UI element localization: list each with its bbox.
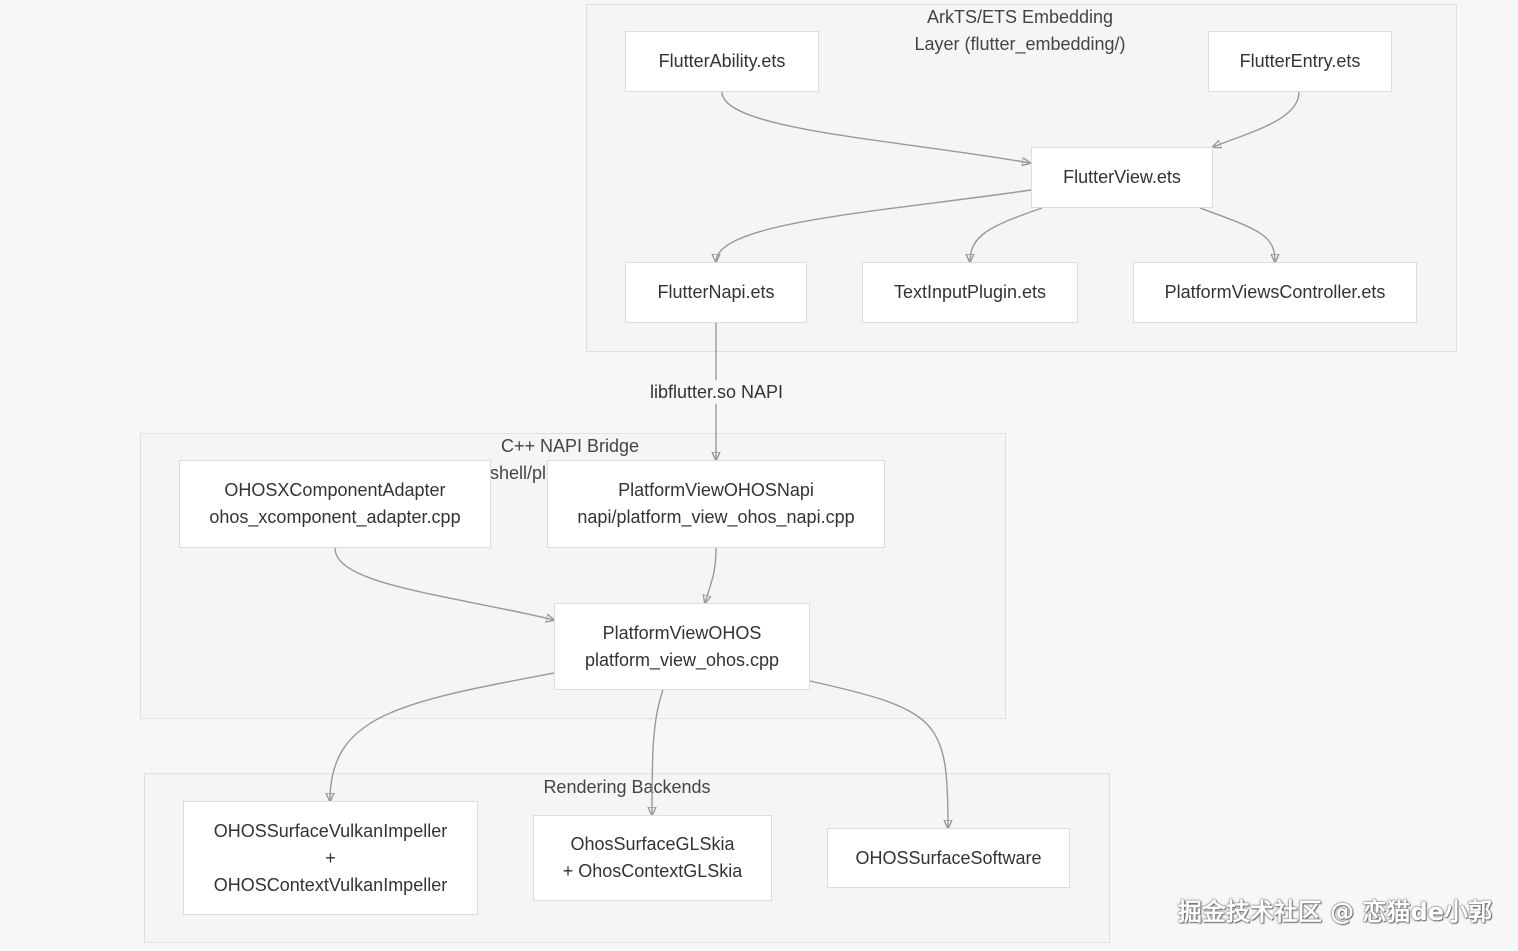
cluster-rendering-title: Rendering Backends — [543, 777, 711, 797]
node-flutter-entry: FlutterEntry.ets — [1208, 31, 1392, 92]
cluster-arkts-title: ArkTS/ETS Embedding Layer (flutter_embed… — [914, 7, 1126, 54]
node-platform-views-controller: PlatformViewsController.ets — [1133, 262, 1417, 323]
node-platform-view-ohos-napi: PlatformViewOHOSNapi napi/platform_view_… — [547, 460, 885, 548]
node-text-input-plugin: TextInputPlugin.ets — [862, 262, 1078, 323]
cluster-napi-title: C++ NAPI Bridge — [500, 436, 640, 456]
node-surface-software: OHOSSurfaceSoftware — [827, 828, 1070, 888]
node-ohos-xcomponent-adapter: OHOSXComponentAdapter ohos_xcomponent_ad… — [179, 460, 491, 548]
node-flutter-view: FlutterView.ets — [1031, 147, 1213, 208]
node-platform-view-ohos: PlatformViewOHOS platform_view_ohos.cpp — [554, 603, 810, 690]
node-gl-skia: OhosSurfaceGLSkia + OhosContextGLSkia — [533, 815, 772, 901]
watermark-text: 掘金技术社区 @ 恋猫de小郭 — [1177, 898, 1492, 926]
node-vulkan-impeller: OHOSSurfaceVulkanImpeller + OHOSContextV… — [183, 801, 478, 915]
node-flutter-napi: FlutterNapi.ets — [625, 262, 807, 323]
edge-label-libflutter-napi: libflutter.so NAPI — [648, 380, 786, 404]
node-flutter-ability: FlutterAbility.ets — [625, 31, 819, 92]
cluster-napi-title-partial: shell/pl — [490, 463, 547, 483]
